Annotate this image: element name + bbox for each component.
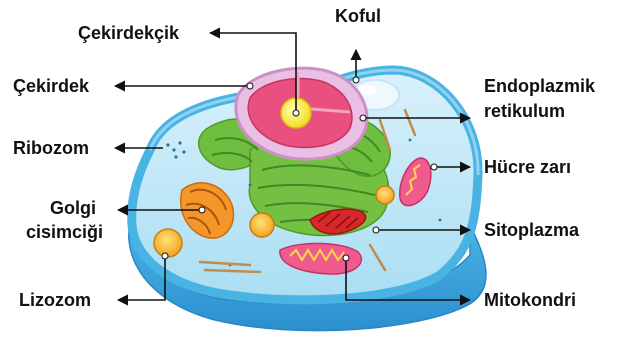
label-golgi-line1: Golgi (50, 198, 96, 219)
label-cekirdekcik: Çekirdekçik (78, 23, 179, 44)
lysosome-3 (376, 186, 394, 204)
label-koful: Koful (335, 6, 381, 27)
label-hucre-zari: Hücre zarı (484, 157, 571, 178)
label-cekirdek: Çekirdek (13, 76, 89, 97)
label-sitoplazma: Sitoplazma (484, 220, 579, 241)
label-endoplazmik-line2: retikulum (484, 101, 565, 122)
label-ribozom: Ribozom (13, 138, 89, 159)
lysosome-2 (250, 213, 274, 237)
label-mitokondri: Mitokondri (484, 290, 576, 311)
lysosome-1 (154, 229, 182, 257)
label-golgi-line2: cisimciği (26, 222, 103, 243)
label-lizozom: Lizozom (19, 290, 91, 311)
label-endoplazmik-line1: Endoplazmik (484, 76, 595, 97)
